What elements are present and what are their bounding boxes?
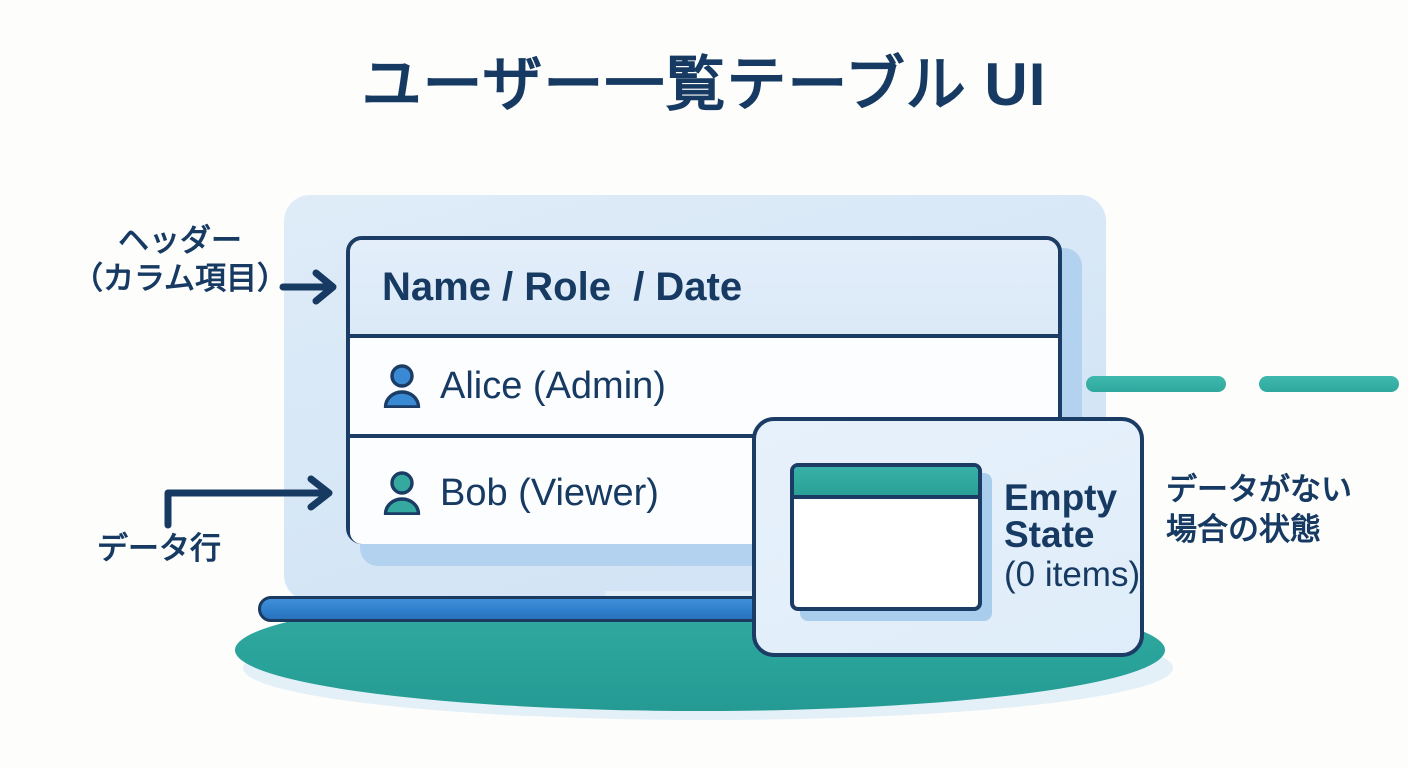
empty-state-text: Empty State (0 items) [1004, 479, 1140, 596]
table-header-row: Name / Role / Date [350, 240, 1058, 338]
empty-table-icon [790, 463, 992, 621]
placeholder-bar [1086, 376, 1226, 392]
empty-table-icon-box [790, 463, 982, 611]
empty-state-title-line2: State [1004, 513, 1095, 555]
annotation-data-rows: データ行 [97, 531, 221, 566]
table-row[interactable]: Alice (Admin) [350, 338, 1399, 438]
empty-table-icon-header [794, 467, 978, 499]
page-title: ユーザー一覧テーブル UI [361, 51, 1047, 118]
row-name: Alice (Admin) [440, 364, 666, 407]
annotation-empty-line2: 場合の状態 [1166, 511, 1321, 547]
annotation-empty-state: データがない 場合の状態 [1166, 470, 1352, 549]
annotation-header-line2: （カラム項目） [71, 260, 289, 296]
user-avatar-icon [383, 364, 421, 408]
empty-state-callout: Empty State (0 items) [752, 417, 1144, 657]
row-name: Bob (Viewer) [440, 471, 659, 514]
table-header-label: Name / Role / Date [382, 264, 743, 309]
empty-state-subtitle: (0 items) [1004, 554, 1141, 594]
placeholder-bar [1259, 376, 1399, 392]
empty-state-title-line1: Empty [1004, 476, 1118, 518]
row-placeholder-bars [1086, 376, 1399, 392]
annotation-empty-line1: データがない [1166, 472, 1352, 507]
user-avatar-icon [383, 471, 421, 515]
annotation-header-line1: ヘッダー [118, 223, 242, 258]
annotation-header: ヘッダー （カラム項目） [60, 222, 300, 298]
